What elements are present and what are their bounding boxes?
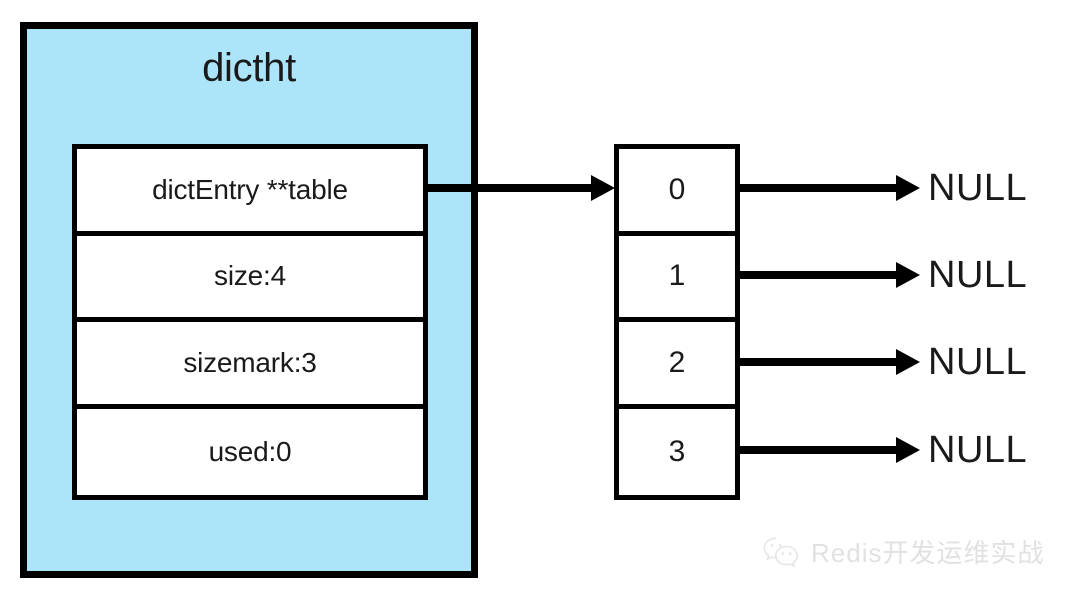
- null-label-2: NULL: [928, 341, 1028, 383]
- null-label-3: NULL: [928, 429, 1028, 471]
- field-row-used: used:0: [77, 408, 423, 495]
- arrow-shaft: [424, 184, 591, 192]
- wechat-logo-icon: [763, 537, 799, 568]
- bucket-cell-1: 1: [619, 235, 735, 322]
- arrow-shaft: [740, 446, 896, 454]
- arrow-head-icon: [896, 262, 920, 288]
- null-label-0: NULL: [928, 167, 1028, 209]
- dictht-title: dictht: [202, 46, 296, 90]
- bucket-index-1: 1: [668, 259, 686, 293]
- field-row-table: dictEntry **table: [77, 149, 423, 236]
- arrow-shaft: [740, 184, 896, 192]
- field-label-table: dictEntry **table: [152, 173, 348, 205]
- bucket-index-3: 3: [668, 434, 686, 468]
- arrow-head-icon: [896, 437, 920, 463]
- bucket-index-0: 0: [668, 172, 686, 206]
- null-label-1: NULL: [928, 254, 1028, 296]
- arrow-head-icon: [896, 175, 920, 201]
- arrow-head-icon: [896, 349, 920, 375]
- bucket-cell-0: 0: [619, 149, 735, 236]
- bucket-cell-2: 2: [619, 322, 735, 409]
- field-label-used: used:0: [208, 435, 292, 467]
- field-row-size: size:4: [77, 235, 423, 322]
- bucket-cell-3: 3: [619, 408, 735, 495]
- arrow-shaft: [740, 271, 896, 279]
- watermark-text: Redis开发运维实战: [811, 538, 1045, 568]
- dictht-field-stack: dictEntry **table size:4 sizemark:3 used…: [72, 144, 428, 500]
- bucket-table: 0 1 2 3: [614, 144, 740, 500]
- bucket-index-2: 2: [668, 345, 686, 379]
- field-label-sizemark: sizemark:3: [183, 346, 317, 378]
- field-row-sizemark: sizemark:3: [77, 322, 423, 409]
- field-label-size: size:4: [214, 260, 286, 292]
- watermark: Redis开发运维实战: [762, 536, 1044, 570]
- arrow-head-icon: [591, 175, 615, 201]
- arrow-shaft: [740, 358, 896, 366]
